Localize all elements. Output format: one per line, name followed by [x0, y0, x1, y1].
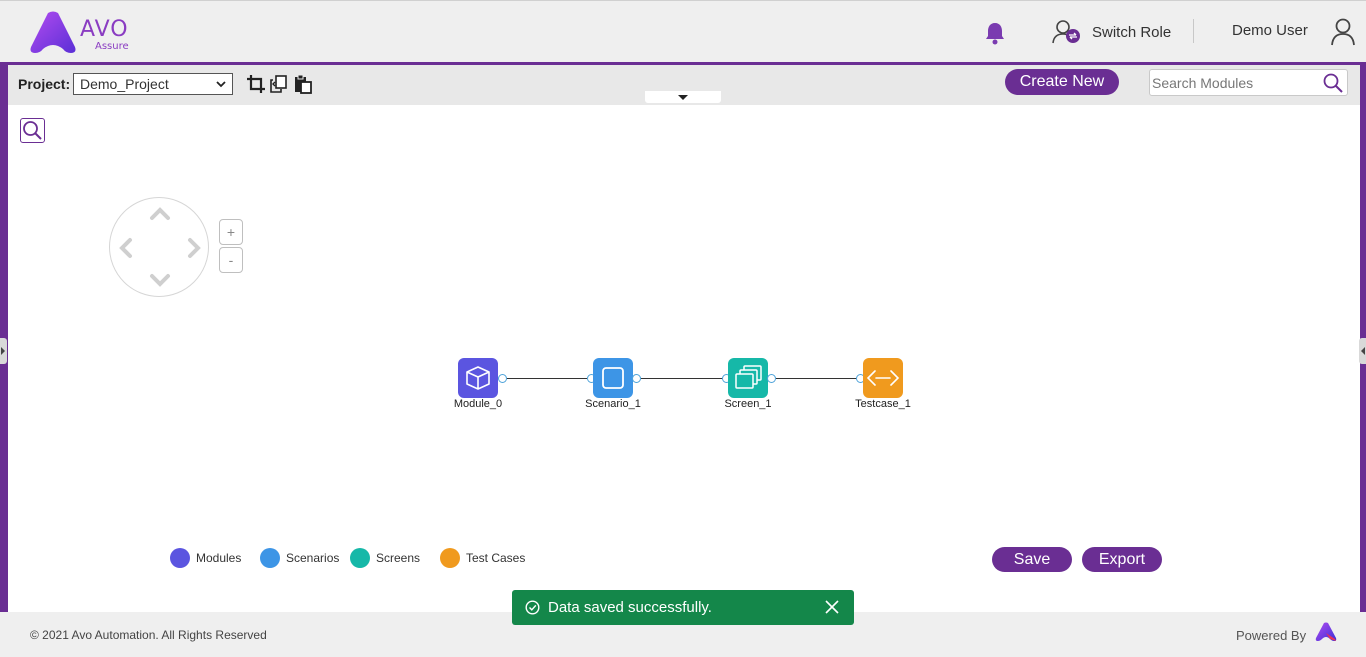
screens-stack-icon	[735, 365, 762, 389]
paste-icon[interactable]	[293, 74, 313, 94]
close-icon[interactable]	[825, 600, 839, 614]
node-screen[interactable]	[728, 358, 768, 398]
powered-by-text: Powered By	[1236, 628, 1307, 643]
node-port[interactable]	[498, 374, 507, 383]
export-button[interactable]: Export	[1082, 547, 1162, 572]
avo-small-logo-icon	[1315, 622, 1337, 641]
create-new-button[interactable]: Create New	[1005, 69, 1119, 95]
copyright-text: © 2021 Avo Automation. All Rights Reserv…	[30, 628, 267, 642]
switch-role-label: Switch Role	[1092, 23, 1172, 41]
zoom-in-button[interactable]: +	[219, 219, 243, 245]
copy-icon[interactable]	[269, 74, 289, 94]
legend-item-testcases: Test Cases	[440, 548, 525, 568]
pan-right-icon	[188, 238, 201, 258]
search-modules-box	[1149, 69, 1348, 96]
node-label: Testcase_1	[855, 398, 911, 410]
legend-dot	[350, 548, 370, 568]
node-testcase[interactable]	[863, 358, 903, 398]
logo-subtitle: Assure	[95, 41, 129, 52]
legend-item-scenarios: Scenarios	[260, 548, 339, 568]
frame-right-border	[1360, 62, 1366, 612]
check-circle-icon	[525, 600, 540, 615]
toast-message: Data saved successfully.	[548, 599, 712, 616]
avo-logo-icon	[30, 11, 76, 53]
switch-role-button[interactable]: Switch Role	[1052, 18, 1171, 46]
legend-dot	[440, 548, 460, 568]
code-brackets-icon	[866, 370, 900, 386]
frame-top-border	[0, 62, 1366, 65]
magnifier-icon	[23, 121, 42, 140]
project-select[interactable]: Demo_Project	[73, 73, 233, 95]
user-avatar-icon[interactable]	[1330, 18, 1356, 46]
left-panel-toggle[interactable]	[0, 338, 7, 364]
save-button[interactable]: Save	[992, 547, 1072, 572]
pan-control	[109, 197, 209, 297]
mindmap-toolbar: Project: Demo_Project Create New	[8, 65, 1360, 105]
switch-role-icon	[1052, 20, 1080, 44]
user-name[interactable]: Demo User	[1232, 22, 1308, 39]
crop-icon[interactable]	[246, 74, 266, 94]
node-label: Scenario_1	[585, 398, 641, 410]
pan-down-icon	[150, 274, 170, 287]
avo-assure-logo[interactable]: AVO Assure	[28, 11, 148, 55]
pan-arrows	[119, 207, 201, 287]
logo-wordmark: AVO	[80, 17, 129, 42]
node-label: Module_0	[453, 398, 503, 410]
chevron-right-icon	[1, 347, 5, 355]
chevron-down-icon	[216, 81, 226, 88]
caret-down-icon	[678, 95, 688, 100]
app-footer: © 2021 Avo Automation. All Rights Reserv…	[0, 612, 1366, 657]
right-panel-toggle[interactable]	[1359, 338, 1366, 364]
app-header: AVO Assure Switch Role Demo User	[0, 0, 1366, 62]
legend-label: Screens	[376, 551, 421, 565]
edge-screen-testcase	[776, 378, 857, 379]
cube-icon	[466, 366, 490, 390]
search-icon[interactable]	[1323, 73, 1343, 93]
legend-label: Modules	[196, 551, 242, 565]
node-port[interactable]	[767, 374, 776, 383]
project-select-value: Demo_Project	[80, 76, 169, 92]
node-port[interactable]	[632, 374, 641, 383]
frame-left-border	[0, 62, 8, 612]
legend-item-screens: Screens	[350, 548, 420, 568]
edge-scenario-screen	[641, 378, 723, 379]
node-module[interactable]	[458, 358, 498, 398]
chevron-left-icon	[1361, 347, 1365, 355]
header-divider	[1193, 19, 1194, 43]
project-label: Project:	[18, 76, 71, 92]
canvas-search-button[interactable]	[20, 118, 45, 143]
legend-dot	[170, 548, 190, 568]
node-label: Screen_1	[724, 398, 772, 410]
edge-module-scenario	[507, 378, 587, 379]
legend-dot	[260, 548, 280, 568]
toolbar-collapse-toggle[interactable]	[645, 91, 721, 103]
node-scenario[interactable]	[593, 358, 633, 398]
legend-item-modules: Modules	[170, 548, 241, 568]
legend-label: Scenarios	[286, 551, 340, 565]
legend-label: Test Cases	[466, 551, 526, 565]
zoom-out-button[interactable]: -	[219, 247, 243, 273]
notification-bell-icon[interactable]	[984, 21, 1006, 45]
pan-left-icon	[119, 238, 132, 258]
success-toast: Data saved successfully.	[512, 590, 854, 625]
search-modules-input[interactable]	[1152, 73, 1317, 93]
scenario-square-icon	[602, 367, 624, 389]
pan-up-icon	[150, 207, 170, 220]
